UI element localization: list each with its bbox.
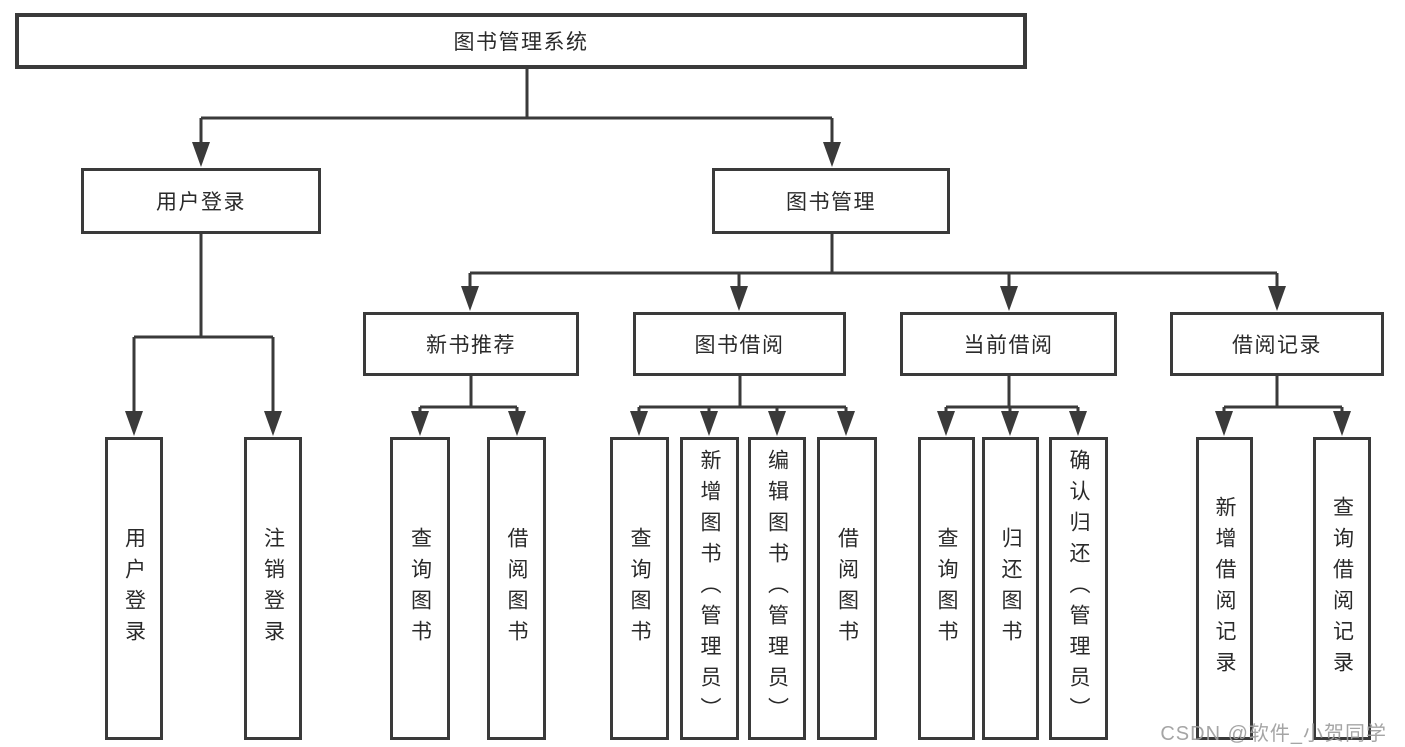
arrow-down-icon xyxy=(937,411,955,436)
leaf-confirm-return-admin-label: 确认归还（管理员） xyxy=(1067,449,1090,728)
leaf-borrow-books-1: 借阅图书 xyxy=(487,437,546,740)
arrow-down-icon xyxy=(125,411,143,436)
node-root-label: 图书管理系统 xyxy=(453,31,589,54)
leaf-add-books-admin-label: 新增图书（管理员） xyxy=(698,449,721,728)
node-user-login-label: 用户登录 xyxy=(156,191,246,214)
arrow-down-icon xyxy=(700,411,718,436)
node-book-borrowing: 图书借阅 xyxy=(633,312,846,376)
arrow-down-icon xyxy=(264,411,282,436)
leaf-query-books-3-label: 查询图书 xyxy=(935,526,958,651)
leaf-query-books-3: 查询图书 xyxy=(918,437,975,740)
leaf-return-books-label: 归还图书 xyxy=(999,526,1022,651)
leaf-confirm-return-admin: 确认归还（管理员） xyxy=(1049,437,1108,740)
leaf-add-borrow-record-label: 新增借阅记录 xyxy=(1213,495,1236,682)
leaf-query-books-1: 查询图书 xyxy=(390,437,450,740)
arrow-down-icon xyxy=(1333,411,1351,436)
node-user-login: 用户登录 xyxy=(81,168,321,234)
leaf-logout: 注销登录 xyxy=(244,437,302,740)
arrow-down-icon xyxy=(1069,411,1087,436)
arrow-down-icon xyxy=(411,411,429,436)
arrowheads xyxy=(125,142,1351,436)
leaf-borrow-books-1-label: 借阅图书 xyxy=(505,526,528,651)
node-current-borrowing: 当前借阅 xyxy=(900,312,1117,376)
node-current-borrowing-label: 当前借阅 xyxy=(963,334,1054,357)
leaf-add-books-admin: 新增图书（管理员） xyxy=(680,437,739,740)
arrow-down-icon xyxy=(1268,286,1286,311)
arrow-down-icon xyxy=(768,411,786,436)
leaf-query-books-2-label: 查询图书 xyxy=(628,526,651,651)
node-new-book-recommend: 新书推荐 xyxy=(363,312,579,376)
arrow-down-icon xyxy=(730,286,748,311)
node-new-book-recommend-label: 新书推荐 xyxy=(426,334,516,357)
node-root: 图书管理系统 xyxy=(15,13,1027,69)
leaf-edit-books-admin-label: 编辑图书（管理员） xyxy=(765,449,789,728)
leaf-logout-label: 注销登录 xyxy=(261,526,285,651)
leaf-user-login: 用户登录 xyxy=(105,437,163,740)
node-borrow-records-label: 借阅记录 xyxy=(1232,334,1322,357)
arrow-down-icon xyxy=(1215,411,1233,436)
leaf-edit-books-admin: 编辑图书（管理员） xyxy=(748,437,806,740)
leaf-query-borrow-record-label: 查询借阅记录 xyxy=(1330,495,1354,682)
leaf-query-borrow-record: 查询借阅记录 xyxy=(1313,437,1371,740)
arrow-down-icon xyxy=(823,142,841,167)
arrow-down-icon xyxy=(508,411,526,436)
leaf-query-books-1-label: 查询图书 xyxy=(408,526,432,651)
leaf-query-books-2: 查询图书 xyxy=(610,437,669,740)
arrow-down-icon xyxy=(192,142,210,167)
csdn-watermark: CSDN @软件_小贺同学 xyxy=(1160,723,1387,745)
leaf-add-borrow-record: 新增借阅记录 xyxy=(1196,437,1253,740)
arrow-down-icon xyxy=(1000,286,1018,311)
node-borrow-records: 借阅记录 xyxy=(1170,312,1384,376)
leaf-borrow-books-2-label: 借阅图书 xyxy=(835,526,859,651)
arrow-down-icon xyxy=(461,286,479,311)
arrow-down-icon xyxy=(1001,411,1019,436)
arrow-down-icon xyxy=(837,411,855,436)
node-book-management: 图书管理 xyxy=(712,168,950,234)
node-book-management-label: 图书管理 xyxy=(786,191,876,214)
leaf-borrow-books-2: 借阅图书 xyxy=(817,437,877,740)
leaf-return-books: 归还图书 xyxy=(982,437,1039,740)
node-book-borrowing-label: 图书借阅 xyxy=(694,334,785,357)
arrow-down-icon xyxy=(630,411,648,436)
leaf-user-login-label: 用户登录 xyxy=(122,526,146,651)
